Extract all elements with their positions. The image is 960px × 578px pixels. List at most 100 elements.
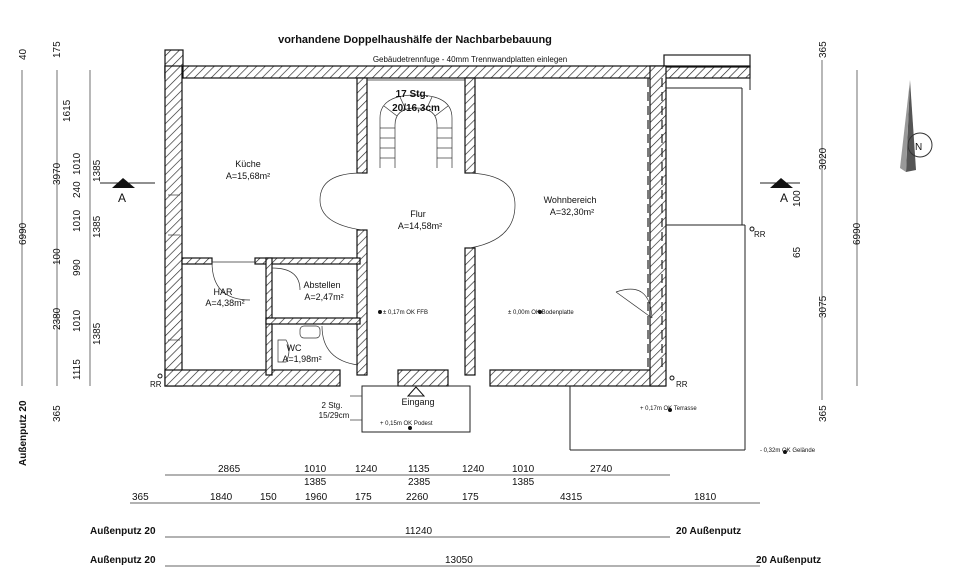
bottom-r4-value: 13050 [445, 555, 473, 566]
right-dim-65: 65 [792, 246, 803, 258]
wall-stair-right-lower [464, 247, 476, 376]
bottom-r2-4315: 4315 [560, 492, 583, 503]
bottom-r1-1385b: 1385 [512, 477, 535, 488]
room-wc-name: WC [287, 343, 302, 353]
room-har-area: A=4,38m² [205, 298, 244, 308]
rr-right: RR [754, 230, 766, 239]
level-terrasse: + 0,17m OK Terrasse [640, 406, 697, 412]
left-dim-1615: 1615 [62, 99, 73, 122]
entrance-podium [361, 385, 471, 433]
wall-har-right [265, 257, 273, 376]
left-aussenputz: Außenputz 20 [18, 400, 29, 466]
left-dim-365: 365 [52, 405, 63, 422]
right-dim-3020: 3020 [818, 147, 829, 170]
room-flur-area: A=14,58m² [398, 221, 442, 231]
bottom-r1-1240b: 1240 [462, 464, 485, 475]
entrance-step-spec: 15/29cm [319, 411, 350, 420]
bottom-r1-1135: 1135 [408, 464, 430, 475]
wall-stair-left-lower [356, 229, 368, 376]
left-dim-1010b: 1010 [72, 209, 83, 232]
left-dim-6990: 6990 [18, 222, 29, 245]
room-flur-name: Flur [410, 209, 426, 219]
entrance-label: Eingang [401, 397, 434, 407]
left-dim-1385b: 1385 [92, 215, 103, 238]
doors [211, 172, 653, 366]
left-dim-3970: 3970 [52, 162, 63, 185]
bottom-r4-left: Außenputz 20 [90, 555, 156, 566]
wall-har-top [181, 257, 213, 265]
right-dim-365-bot: 365 [818, 405, 829, 422]
right-dim-6990: 6990 [852, 222, 863, 245]
entrance-steps: 2 Stg. [322, 401, 343, 410]
bottom-r3-right: 20 Außenputz [676, 526, 741, 537]
room-kueche-name: Küche [235, 159, 261, 169]
separation-note: Gebäudetrennfuge - 40mm Trennwandplatten… [373, 55, 567, 64]
bottom-r2-365: 365 [132, 492, 149, 503]
wc-sink-icon [299, 325, 321, 339]
room-wc-area: A=1,98m² [282, 354, 321, 364]
bottom-r1-1240a: 1240 [355, 464, 378, 475]
wall-bottom-right [489, 369, 666, 387]
rr-left: RR [150, 380, 162, 389]
left-dim-1385a: 1385 [92, 159, 103, 182]
left-dim-1385c: 1385 [92, 322, 103, 345]
left-dim-40: 40 [18, 48, 29, 60]
section-right-label: A [780, 191, 788, 205]
north-arrow-icon [900, 80, 933, 172]
right-dim-365-top: 365 [818, 41, 829, 58]
wall-stair-left [356, 77, 368, 174]
bottom-r2-1840: 1840 [210, 492, 233, 503]
wall-right [649, 65, 667, 387]
left-dim-990: 990 [72, 259, 83, 276]
level-ffb: ± 0,17m OK FFB [383, 310, 428, 316]
room-abstellen-name: Abstellen [303, 280, 340, 290]
bottom-r2-150: 150 [260, 492, 277, 503]
bottom-r4-right: 20 Außenputz [756, 555, 821, 566]
right-dim-3075: 3075 [818, 295, 829, 318]
room-kueche-area: A=15,68m² [226, 171, 270, 181]
left-dim-240: 240 [72, 181, 83, 198]
plan-title: vorhandene Doppelhaushälfe der Nachbarbe… [278, 34, 552, 46]
left-dim-100: 100 [52, 248, 63, 265]
left-dim-1010a: 1010 [72, 152, 83, 175]
room-abstellen-area: A=2,47m² [304, 292, 343, 302]
bottom-r2-2260: 2260 [406, 492, 429, 503]
section-left-icon [112, 178, 135, 188]
room-wohnbereich-name: Wohnbereich [544, 195, 597, 205]
wall-stair-right [464, 77, 476, 174]
room-har-name: HAR [213, 287, 233, 297]
stair-label: 17 Stg. [396, 89, 429, 100]
bottom-r3-value: 11240 [405, 526, 433, 537]
entrance-arrow-icon [406, 386, 426, 397]
level-boden: ± 0,00m OK Bodenplatte [508, 310, 574, 316]
section-left-label: A [118, 191, 126, 205]
section-right-icon [770, 178, 793, 188]
right-dim-100: 100 [792, 190, 803, 207]
bottom-r1-1010a: 1010 [304, 464, 327, 475]
left-dim-1010c: 1010 [72, 309, 83, 332]
bottom-r2-175b: 175 [462, 492, 479, 503]
wall-abstellen-bottom [265, 317, 361, 325]
left-dim-2380: 2380 [52, 307, 63, 330]
north-label: N [915, 142, 922, 153]
bottom-r1-2740: 2740 [590, 464, 613, 475]
bottom-r1-2865: 2865 [218, 464, 241, 475]
bottom-r1-1385a: 1385 [304, 477, 327, 488]
level-podest: + 0,15m OK Podest [380, 421, 433, 427]
wall-har-top-2 [254, 257, 361, 265]
stair [367, 79, 465, 168]
bottom-r1-2385: 2385 [408, 477, 431, 488]
wall-left [164, 65, 183, 387]
wall-bottom-left [164, 369, 341, 387]
bottom-r2-1960: 1960 [305, 492, 328, 503]
bottom-r2-1810: 1810 [694, 492, 717, 503]
bottom-dimensions [130, 474, 760, 567]
toilet-icon [277, 339, 290, 363]
bottom-r2-175a: 175 [355, 492, 372, 503]
bottom-r3-left: Außenputz 20 [90, 526, 156, 537]
level-gelaende: - 0,32m OK Gelände [760, 448, 816, 454]
wall-bottom-mid [397, 369, 449, 387]
room-wohnbereich-area: A=32,30m² [550, 207, 594, 217]
rr-bottom-right: RR [676, 380, 688, 389]
